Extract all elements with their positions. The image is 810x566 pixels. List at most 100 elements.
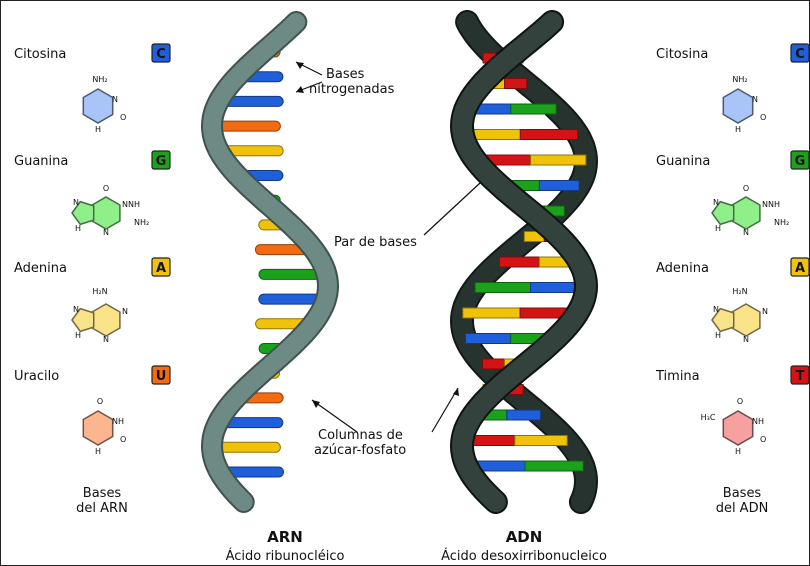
dna-base-timina: Timina T H O NH O H₃C bbox=[655, 365, 810, 456]
atom-label: N bbox=[122, 200, 128, 209]
base-letter: A bbox=[156, 261, 166, 276]
atom-label: NH₂ bbox=[732, 75, 747, 84]
atom-label: O bbox=[120, 435, 126, 444]
dna-helix bbox=[449, 10, 599, 514]
base-name: Guanina bbox=[14, 154, 68, 169]
dna-backbone-front bbox=[451, 12, 597, 512]
atom-label: NH bbox=[112, 417, 124, 426]
atom-label: H₂N bbox=[732, 287, 747, 296]
rna-bases-heading-line2: del ARN bbox=[76, 501, 128, 516]
dna-base-half-right bbox=[538, 180, 580, 191]
pair-annotation: Par de bases bbox=[334, 235, 417, 250]
pyrimidine-ring bbox=[722, 410, 754, 446]
base-name: Timina bbox=[655, 369, 700, 384]
dna-base-half-right bbox=[524, 460, 584, 472]
rna-base-uracilo: Uracilo U H O NH O bbox=[14, 365, 171, 456]
atom-label: H bbox=[95, 447, 101, 456]
dna-base-half-right bbox=[506, 409, 542, 421]
atom-label: NH bbox=[752, 417, 764, 426]
atom-label: H bbox=[715, 224, 721, 233]
dna-base-half-left bbox=[498, 256, 540, 268]
atom-label: O bbox=[737, 397, 743, 406]
pyrimidine-ring bbox=[722, 88, 754, 124]
rna-backbone bbox=[202, 13, 338, 511]
base-name: Adenina bbox=[14, 261, 67, 276]
atom-label: H bbox=[715, 331, 721, 340]
atom-label: O bbox=[120, 113, 126, 122]
dna-base-half-left bbox=[465, 333, 512, 344]
base-letter-badge bbox=[151, 365, 171, 385]
annotation-pointers bbox=[295, 61, 481, 433]
purine-six-ring bbox=[91, 303, 121, 337]
dna-bases-heading-line2: del ADN bbox=[716, 501, 769, 516]
atom-label: H₃C bbox=[701, 413, 716, 422]
base-letter: C bbox=[795, 47, 805, 62]
dna-base-half-right bbox=[514, 435, 568, 446]
dna-full-name: Ácido desoxirribonucleico bbox=[441, 548, 607, 564]
dna-label: ADN bbox=[506, 528, 543, 546]
atom-label: N bbox=[713, 305, 719, 314]
base-name: Uracilo bbox=[14, 369, 59, 384]
base-name: Guanina bbox=[656, 154, 710, 169]
base-letter: A bbox=[795, 261, 805, 276]
atom-label: H bbox=[735, 447, 741, 456]
dna-base-half-right bbox=[530, 154, 587, 166]
atom-label: N bbox=[713, 198, 719, 207]
backbone-annotation-line2: azúcar-fosfato bbox=[314, 443, 406, 458]
purine-six-ring bbox=[731, 196, 761, 230]
rna-full-name: Ácido ribunocléico bbox=[226, 548, 345, 564]
purine-five-ring bbox=[711, 200, 735, 226]
atom-label: N bbox=[122, 307, 128, 316]
atom-label: H₂N bbox=[92, 287, 107, 296]
dna-base-half-right bbox=[519, 129, 579, 140]
base-letter-badge bbox=[151, 150, 171, 170]
atom-label: O bbox=[743, 184, 749, 193]
base-name: Citosina bbox=[14, 47, 66, 62]
dna-base-half-right bbox=[504, 78, 528, 89]
atom-label: N bbox=[112, 95, 118, 104]
purine-five-ring bbox=[71, 200, 95, 226]
atom-label: H bbox=[735, 125, 741, 134]
atom-label: N bbox=[762, 307, 768, 316]
atom-label: O bbox=[103, 184, 109, 193]
rna-label: ARN bbox=[267, 528, 303, 546]
purine-six-ring bbox=[91, 196, 121, 230]
atom-label: O bbox=[760, 113, 766, 122]
atom-label: NH₂ bbox=[774, 218, 789, 227]
bases-annotation-line2: nitrogenadas bbox=[309, 82, 395, 97]
base-letter: C bbox=[156, 47, 166, 62]
atom-label: O bbox=[97, 397, 103, 406]
rna-bases-heading-line1: Bases bbox=[83, 486, 122, 501]
atom-label: NH₂ bbox=[92, 75, 107, 84]
dna-base-half-left bbox=[482, 358, 506, 370]
atom-label: NH₂ bbox=[134, 218, 149, 227]
purine-six-ring bbox=[731, 303, 761, 337]
atom-label: NH bbox=[128, 200, 140, 209]
base-letter: T bbox=[796, 369, 805, 384]
atom-label: O bbox=[760, 435, 766, 444]
bases-annotation-line1: Bases bbox=[326, 67, 365, 82]
atom-label: N bbox=[103, 228, 109, 237]
atom-label: N bbox=[103, 335, 109, 344]
pyrimidine-ring bbox=[82, 410, 114, 446]
atom-label: N bbox=[762, 200, 768, 209]
rna-helix bbox=[200, 11, 340, 513]
atom-label: N bbox=[743, 228, 749, 237]
purine-five-ring bbox=[711, 307, 735, 333]
atom-label: H bbox=[75, 224, 81, 233]
atom-label: N bbox=[752, 95, 758, 104]
base-name: Adenina bbox=[656, 261, 709, 276]
base-letter: G bbox=[156, 154, 167, 169]
dna-bases-heading-line1: Bases bbox=[723, 486, 762, 501]
annotation-arrowheads bbox=[296, 62, 459, 408]
purine-five-ring bbox=[71, 307, 95, 333]
dna-base-half-left bbox=[474, 282, 532, 293]
base-letter: U bbox=[156, 369, 167, 384]
